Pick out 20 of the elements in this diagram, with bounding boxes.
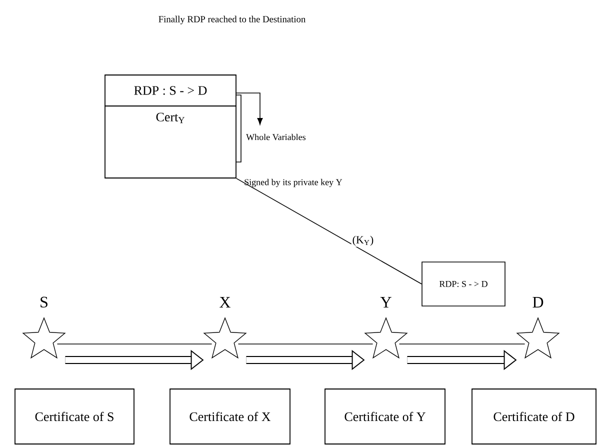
annotation: Signed by its private key Y	[244, 178, 342, 188]
title: Finally RDP reached to the Destination	[158, 16, 306, 24]
star-node: D	[516, 297, 560, 359]
node-label: D	[532, 297, 544, 308]
leader-line	[236, 178, 422, 284]
message-box: RDP: S - > D	[422, 262, 506, 306]
edge-label: (K$_{Y}$)	[351, 234, 375, 247]
message-field: Cert$_{Y}$	[104, 106, 236, 178]
certificate-box: Certificate of X	[170, 388, 290, 444]
message-field: RDP : S - > D	[104, 74, 236, 106]
star-node: X	[203, 297, 247, 359]
annotation: Whole Variables	[246, 134, 306, 140]
node-label: S	[40, 296, 48, 308]
star-node: S	[22, 296, 66, 359]
certificate-box: Certificate of D	[472, 388, 596, 444]
certificate-box: Certificate of S	[14, 388, 134, 444]
node-label: X	[220, 297, 230, 308]
node-label: Y	[380, 297, 392, 308]
star-node: Y	[364, 297, 408, 359]
certificate-box: Certificate of Y	[324, 388, 446, 444]
